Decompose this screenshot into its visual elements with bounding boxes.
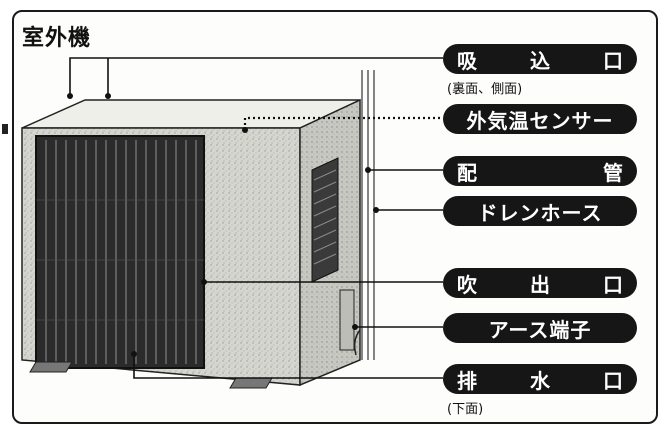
label-intake: 吸 込 口 xyxy=(443,44,637,74)
label-drain-port: 排 水 口 xyxy=(443,364,637,394)
side-vents xyxy=(311,157,355,351)
label-drain-hose: ドレンホース xyxy=(443,196,637,226)
label-sensor: 外気温センサー xyxy=(443,104,637,134)
pipe-bend xyxy=(353,329,361,356)
piping-lines xyxy=(361,70,375,360)
leader-dots xyxy=(67,93,379,357)
label-outlet: 吹 出 口 xyxy=(443,268,637,298)
label-ground: アース端子 xyxy=(443,313,637,343)
label-drain-port-note: (下面) xyxy=(447,402,484,417)
leader-lines xyxy=(69,57,443,379)
edge-mark xyxy=(2,124,8,134)
label-piping: 配 管 xyxy=(443,156,637,186)
diagram-title: 室外機 xyxy=(22,26,92,51)
front-grille xyxy=(35,135,205,369)
unit-feet xyxy=(29,361,273,389)
label-intake-note: (裏面、側面) xyxy=(447,82,523,97)
